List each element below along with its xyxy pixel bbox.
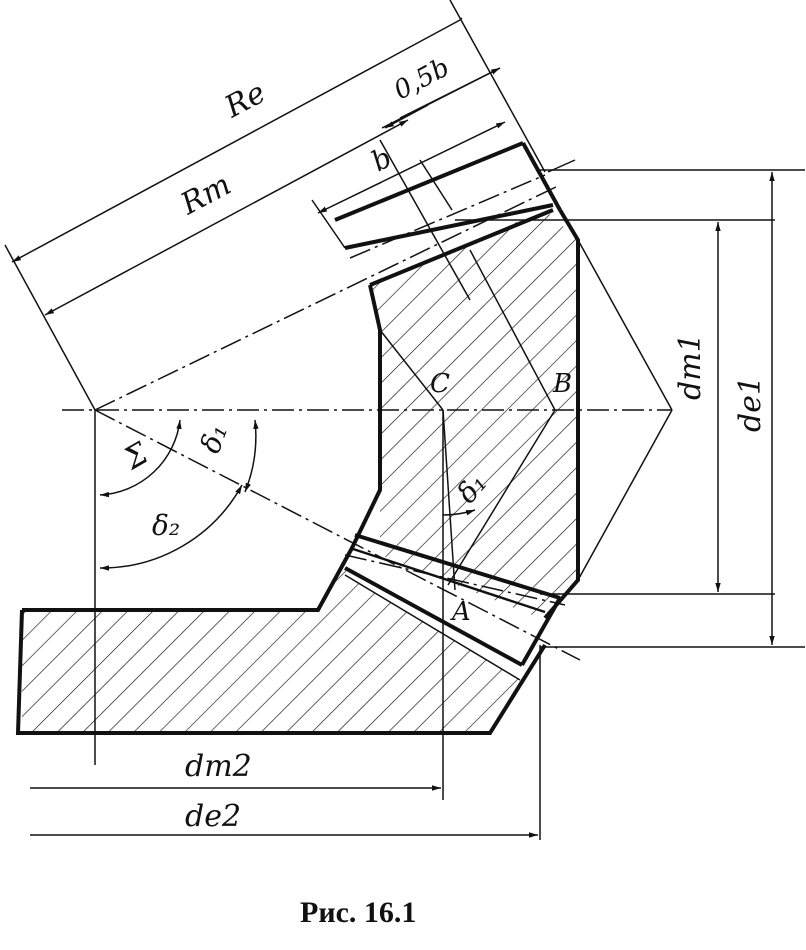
label-de2: de2 [185,799,241,834]
label-A: A [450,597,471,627]
label-B: B [552,369,572,399]
label-dm2: dm2 [185,749,252,784]
label-delta1: δ₁ [194,420,235,458]
label-half-b: 0,5b [389,52,454,106]
wheel-body [15,533,566,735]
label-C: C [430,369,450,399]
label-Rm: Rm [174,167,236,222]
label-de1: de1 [733,376,768,432]
label-delta2: δ₂ [152,509,180,542]
label-dm1: dm1 [673,333,708,400]
figure-caption: Рис. 16.1 [300,896,416,929]
label-b: b [366,141,397,179]
dimension-lines [11,17,775,838]
label-sigma: Σ [118,436,155,478]
pinion-body [334,141,580,620]
label-Re: Re [218,75,271,125]
